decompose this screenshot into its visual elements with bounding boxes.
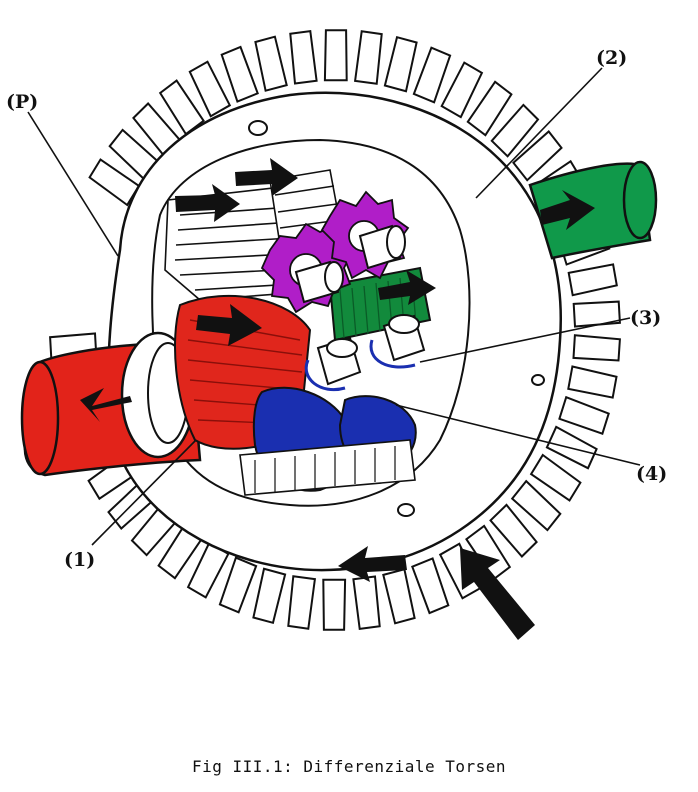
- leader-line-4: [395, 404, 641, 466]
- leader-line-p: [27, 111, 119, 257]
- ring-gear-tooth: [287, 575, 317, 630]
- ring-gear-tooth: [382, 568, 416, 625]
- bolt-hole: [397, 503, 415, 517]
- ring-gear-tooth: [323, 29, 348, 82]
- callout-label-4: (4): [636, 463, 667, 485]
- ring-gear-tooth: [322, 578, 347, 631]
- ring-gear-tooth: [510, 479, 562, 532]
- ring-gear-tooth: [254, 35, 288, 92]
- bolt-hole: [248, 120, 268, 136]
- gear-pins: [294, 224, 426, 386]
- torque-arrow-icon: [338, 546, 407, 582]
- torque-arrow-icon: [196, 304, 262, 346]
- ring-gear-tooth: [466, 80, 513, 137]
- torque-arrow-icon: [175, 184, 240, 222]
- callout-label-3: (3): [630, 307, 661, 329]
- lower-element-gears: [239, 386, 417, 496]
- leader-line-1: [91, 439, 197, 546]
- callout-label-p: (P): [6, 91, 38, 113]
- ring-gear-tooth: [411, 557, 450, 615]
- ring-gear-tooth: [572, 300, 621, 328]
- leader-line-2: [475, 67, 603, 199]
- ring-gear-tooth: [567, 365, 618, 399]
- bolt-hole: [531, 374, 545, 386]
- pin-outline: [369, 339, 416, 369]
- ring-gear-tooth: [558, 395, 610, 435]
- ring-gear-tooth: [412, 46, 452, 104]
- pin-outline: [304, 359, 346, 391]
- ring-gear-tooth: [353, 30, 383, 85]
- ring-gear-tooth: [289, 29, 318, 85]
- ring-gear-tooth: [567, 263, 618, 297]
- ring-gear-tooth: [218, 556, 258, 614]
- ring-gear-tooth: [252, 567, 287, 625]
- ring-gear-tooth: [352, 575, 381, 631]
- ring-gear-tooth: [220, 45, 259, 103]
- leader-lines: [27, 67, 641, 546]
- figure-caption: Fig III.1: Differenziale Torsen: [191, 757, 507, 776]
- torque-arrow-icon: [378, 270, 436, 305]
- ring-gear-tooth: [512, 130, 563, 182]
- callout-label-1: (1): [64, 549, 95, 571]
- ring-gear-tooth: [529, 453, 582, 502]
- torque-arrow-icon: [80, 388, 132, 422]
- ring-gear-tooth: [572, 334, 621, 362]
- ring-gear-tooth: [188, 60, 232, 118]
- ring-gear-tooth: [490, 103, 540, 158]
- torque-arrows: [80, 158, 595, 640]
- ring-gear-tooth: [158, 79, 205, 136]
- ring-gear-tooth: [383, 35, 418, 93]
- callout-label-2: (2): [596, 47, 627, 69]
- torque-arrow-icon: [235, 158, 298, 196]
- ring-gear-tooth: [489, 503, 538, 558]
- ring-gear-tooth: [440, 61, 484, 119]
- leader-line-3: [419, 317, 631, 363]
- torque-arrow-icon: [540, 190, 595, 230]
- torque-arrow-icon: [460, 548, 535, 640]
